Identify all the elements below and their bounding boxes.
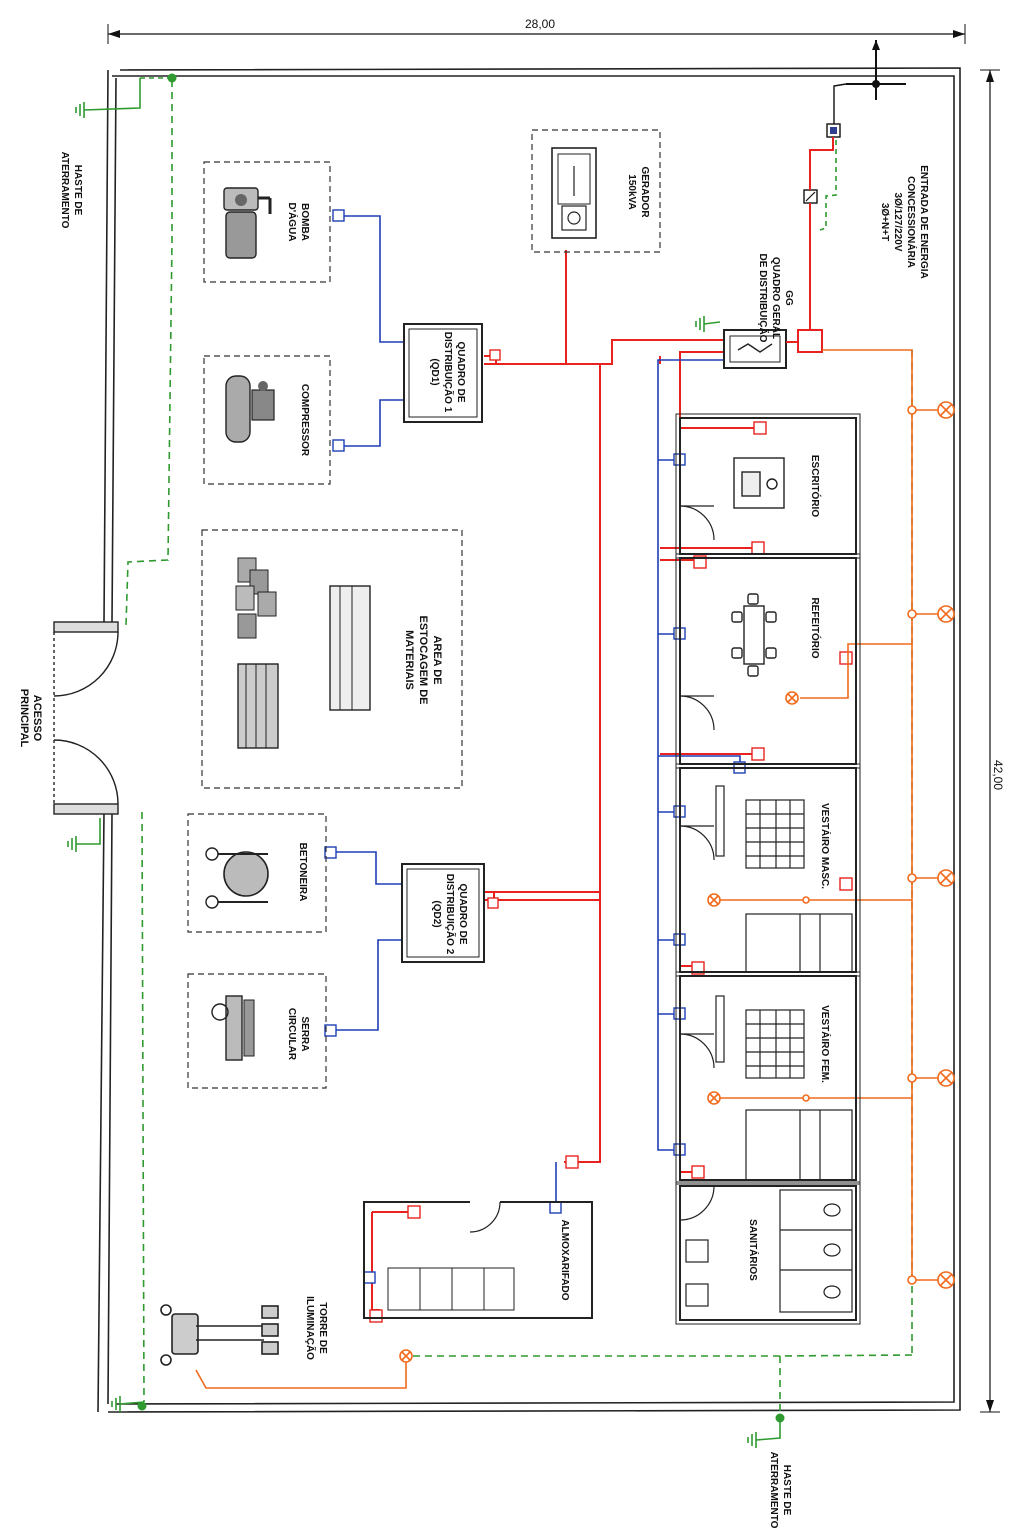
estocagem-label-1: AREA DE — [431, 635, 443, 684]
gerador-area — [531, 129, 661, 253]
lamp-icon — [937, 869, 955, 887]
almoxarifado-room — [363, 1201, 593, 1319]
width-dimension-label: 28,00 — [525, 17, 555, 31]
lamp-icon — [707, 1091, 721, 1105]
room-label-sanitarios: SANITÁRIOS — [747, 1219, 760, 1281]
haste-top-label-1: HASTE DE — [72, 165, 83, 216]
haste-bottom-label-2: ATERRAMENTO — [768, 1452, 779, 1529]
room-label-vest-fem: VESTÁIRO FEM. — [819, 1005, 832, 1083]
site-boundary — [97, 67, 961, 1413]
betoneira-area — [187, 813, 327, 933]
ground-node-bottom-left — [137, 1401, 147, 1411]
almoxarifado-label: ALMOXARIFADO — [559, 1219, 570, 1300]
torre-label-2: ILUMINAÇÃO — [304, 1296, 317, 1360]
dimension-right: 42,00 — [980, 69, 1005, 1413]
room-label-refeitorio: REFEITÓRIO — [809, 597, 822, 658]
bomba-label-1: BOMBA — [299, 203, 310, 241]
qd2-label-3: (QD2) — [431, 900, 442, 927]
torre-label-1: TORRE DE — [317, 1302, 328, 1354]
lamp-icon — [937, 1271, 955, 1289]
qd1-label-3: (QD1) — [429, 358, 440, 385]
gerador-label-1: GERADOR — [639, 166, 650, 218]
estocagem-label-3: MATERIAIS — [403, 630, 415, 690]
gg-panel — [723, 329, 798, 369]
lamp-icon — [399, 1349, 413, 1363]
qd2-label-1: QUADRO DE — [457, 883, 468, 944]
serra-label-2: CIRCULAR — [286, 1008, 297, 1061]
escritorio-desk — [733, 457, 785, 509]
qd1-panel — [403, 323, 483, 423]
lamp-symbols — [399, 401, 955, 1363]
height-dimension-label: 42,00 — [991, 760, 1005, 790]
neutral-network — [330, 215, 741, 1208]
estocagem-label-2: ESTOCAGEM DE — [417, 615, 429, 704]
compressor-label: COMPRESSOR — [299, 384, 310, 457]
lighting-network — [195, 349, 938, 1389]
lamp-icon — [937, 605, 955, 623]
lockers-masc — [715, 785, 805, 869]
ground-network — [76, 76, 913, 1441]
room-label-vest-masc: VESTÁIRO MASC. — [819, 803, 832, 889]
qd1-label-2: DISTRIBUIÇÃO 1 — [442, 332, 455, 413]
entrada-label-2: CONCESSIONÁRIA — [905, 176, 918, 268]
haste-top-label-2: ATERRAMENTO — [59, 152, 70, 229]
stalls-fem — [745, 1109, 853, 1181]
gg-label-1: GG — [783, 290, 794, 306]
main-access-doors — [53, 621, 119, 815]
room-label-escritorio: ESCRITÓRIO — [809, 455, 822, 517]
acesso-label-2: PRINCIPAL — [18, 689, 30, 748]
refeitorio-table — [731, 593, 777, 677]
ground-symbols — [67, 102, 757, 1448]
serra-label-1: SERRA — [299, 1016, 310, 1051]
acesso-label-1: ACESSO — [31, 695, 43, 742]
neutral-boxes — [324, 209, 746, 1284]
lamp-icon — [937, 401, 955, 419]
haste-bottom-label-1: HASTE DE — [781, 1465, 792, 1516]
lockers-fem — [715, 995, 805, 1079]
betoneira-label: BETONEIRA — [297, 843, 308, 902]
stalls-masc — [745, 913, 853, 973]
gerador-label-2: 150kVA — [626, 174, 637, 209]
ground-node-bottom — [775, 1413, 785, 1423]
gg-label-2: QUADRO GERAL — [770, 257, 781, 339]
room-doors — [679, 505, 715, 1221]
gg-label-3: DE DISTRIBUIÇÃO — [757, 254, 770, 343]
lamp-icon — [707, 893, 721, 907]
qd2-panel — [401, 863, 485, 963]
power-entry — [803, 40, 906, 204]
compressor-area — [203, 355, 331, 485]
estocagem-area — [201, 529, 463, 789]
entrada-label-1: ENTRADA DE ENERGIA — [918, 165, 929, 279]
entrada-label-4: 3Ø+N+T — [879, 203, 890, 241]
ground-node-top — [167, 73, 177, 83]
lamp-icon — [785, 691, 799, 705]
qd1-label-1: QUADRO DE — [455, 341, 466, 402]
bomba-area — [203, 161, 331, 283]
rooms-block — [675, 413, 861, 1325]
sanitarios-fixtures — [685, 1189, 853, 1313]
entrada-label-3: 3Ø/127/220V — [892, 193, 903, 252]
serra-area — [187, 973, 327, 1089]
dimension-top: 28,00 — [107, 17, 966, 44]
qd2-label-2: DISTRIBUIÇÃO 2 — [444, 874, 457, 955]
bomba-label-2: D'ÁGUA — [286, 202, 299, 241]
lamp-icon — [937, 1069, 955, 1087]
torre-area — [160, 1304, 279, 1366]
